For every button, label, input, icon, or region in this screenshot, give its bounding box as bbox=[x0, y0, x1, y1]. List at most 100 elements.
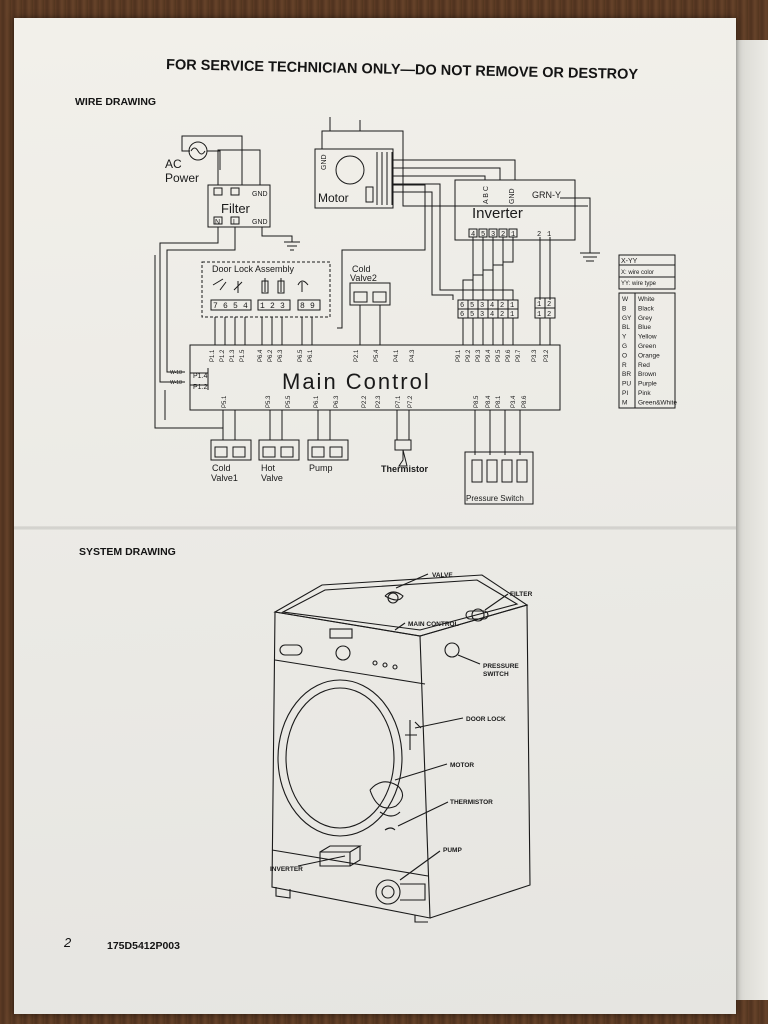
wire-legend-box bbox=[618, 254, 676, 290]
door-lock-pin: 8 bbox=[300, 302, 305, 311]
inverter-label: Inverter bbox=[472, 205, 523, 222]
legend-color-name: Green bbox=[638, 343, 656, 350]
control-knob bbox=[335, 645, 351, 661]
inverter-pin-right: 2 bbox=[537, 231, 541, 239]
connector-6-pin-bottom: 4 bbox=[490, 311, 494, 319]
valve-part bbox=[384, 591, 404, 601]
connector-2-pin-bottom: 2 bbox=[547, 311, 551, 319]
main-control-port-left: P1.4 bbox=[193, 373, 208, 380]
pump-box bbox=[307, 439, 349, 461]
service-sheet bbox=[14, 18, 736, 1014]
legend-color-name: Pink bbox=[638, 390, 651, 397]
legend-color-name: Grey bbox=[638, 315, 653, 322]
filter-part bbox=[471, 608, 485, 622]
main-control-port-top: P2.1 bbox=[354, 349, 360, 362]
legend-color-name: White bbox=[638, 296, 655, 303]
legend-color-code: R bbox=[622, 362, 627, 369]
wire-drawing-heading: WIRE DRAWING bbox=[75, 96, 157, 108]
cold-valve2-box bbox=[349, 282, 391, 306]
main-control-port-bottom: P8.6 bbox=[522, 395, 528, 408]
legend-color-code: PU bbox=[622, 381, 631, 388]
connector-2-pin-top: 1 bbox=[537, 301, 541, 309]
legend-color-name: Black bbox=[638, 305, 655, 312]
part-number: 175D5412P003 bbox=[107, 940, 180, 952]
inverter-callout: INVERTER bbox=[270, 866, 303, 873]
main-control-port-top: P6.3 bbox=[278, 349, 284, 362]
main-control-port-bottom: P8.1 bbox=[496, 395, 502, 408]
door-lock-assembly-box bbox=[201, 261, 331, 318]
filter-label: Filter bbox=[221, 201, 251, 216]
connector-6-pin-bottom: 1 bbox=[510, 311, 514, 319]
back-page-edge bbox=[736, 40, 768, 1000]
main-control-port-bottom: P8.4 bbox=[486, 395, 492, 408]
main-control-port-top: P9.6 bbox=[506, 349, 512, 362]
legend-color-name: Red bbox=[638, 362, 650, 369]
washer-top bbox=[273, 574, 529, 637]
main-control-port-bottom: P5.5 bbox=[286, 395, 292, 408]
door-lock-pin: 7 bbox=[213, 302, 218, 311]
inverter-gnd: GND bbox=[509, 188, 516, 204]
pump-part bbox=[375, 879, 401, 905]
paper-fold bbox=[14, 526, 736, 530]
door-lock-pin: 3 bbox=[280, 302, 285, 311]
legend-color-name: Brown bbox=[638, 371, 657, 378]
main-control-port-bottom: P5.1 bbox=[222, 395, 228, 408]
motor-callout: MOTOR bbox=[450, 762, 474, 769]
cold-valve1-label-2: Valve1 bbox=[211, 473, 238, 483]
hot-valve-box bbox=[258, 439, 300, 461]
washer-side bbox=[419, 604, 531, 919]
legend-color-code: GY bbox=[622, 315, 632, 322]
filter-gnd-bot: GND bbox=[252, 219, 268, 226]
valve-callout: VALVE bbox=[432, 572, 453, 579]
legend-yy: YY: wire type bbox=[621, 281, 657, 287]
main-control-port-top: P9.4 bbox=[486, 349, 492, 362]
main-control-port-bottom: P8.5 bbox=[474, 395, 480, 408]
system-drawing-heading: SYSTEM DRAWING bbox=[79, 546, 176, 558]
cold-valve1-label-1: Cold bbox=[212, 463, 231, 473]
legend-color-code: PI bbox=[622, 390, 628, 397]
door-lock-pin: 1 bbox=[260, 302, 265, 311]
main-control-port-bottom: P2.3 bbox=[376, 395, 382, 408]
legend-color-code: BL bbox=[622, 324, 630, 331]
pressure-switch-label: Pressure Switch bbox=[466, 494, 524, 503]
pump-callout: PUMP bbox=[443, 847, 462, 854]
main-control-port-left: P1.2 bbox=[193, 384, 208, 391]
legend-color-code: B bbox=[622, 305, 626, 312]
inverter-abc: A B C bbox=[483, 186, 490, 204]
legend-color-name: Yellow bbox=[638, 334, 657, 341]
motor-label: Motor bbox=[318, 191, 349, 205]
connector-6-pin-top: 6 bbox=[460, 302, 464, 310]
connector-6-pin-top: 5 bbox=[470, 302, 474, 310]
main-control-port-bottom: P2.2 bbox=[362, 395, 368, 408]
connector-6-pin-top: 4 bbox=[490, 302, 494, 310]
main-control-box bbox=[189, 344, 561, 411]
inverter-part bbox=[319, 845, 362, 867]
inverter-pin: 2 bbox=[501, 231, 505, 239]
main-control-port-bottom: P3.4 bbox=[511, 395, 517, 408]
filter-box bbox=[207, 184, 271, 228]
thermistor-callout: THERMISTOR bbox=[450, 799, 493, 806]
hot-valve-label-2: Valve bbox=[261, 473, 283, 483]
thermistor-label: Thermistor bbox=[381, 464, 429, 474]
door-lock-part bbox=[405, 720, 422, 750]
motor-box bbox=[314, 148, 394, 209]
pressure-switch-box bbox=[464, 451, 534, 505]
legend-color-code: BR bbox=[622, 371, 631, 378]
hot-valve-label-1: Hot bbox=[261, 463, 276, 473]
legend-color-name: Green&White bbox=[638, 399, 677, 406]
main-control-callout: MAIN CONTROL bbox=[408, 621, 459, 628]
thermistor-part bbox=[384, 827, 396, 831]
filter-gnd-top: GND bbox=[252, 191, 268, 198]
door-lock-pin: 5 bbox=[233, 302, 238, 311]
inverter-pin: 5 bbox=[481, 231, 485, 239]
main-control-port-top: P9.5 bbox=[496, 349, 502, 362]
page-number: 2 bbox=[64, 935, 72, 950]
washer-door bbox=[277, 679, 403, 837]
main-control-port-top: P3.2 bbox=[544, 349, 550, 362]
door-lock-callout: DOOR LOCK bbox=[466, 716, 506, 723]
door-lock-pin: 2 bbox=[270, 302, 275, 311]
cold-valve1-box bbox=[210, 439, 252, 461]
inverter-pin-right: 1 bbox=[547, 231, 551, 239]
door-lock-pin: 9 bbox=[310, 302, 315, 311]
